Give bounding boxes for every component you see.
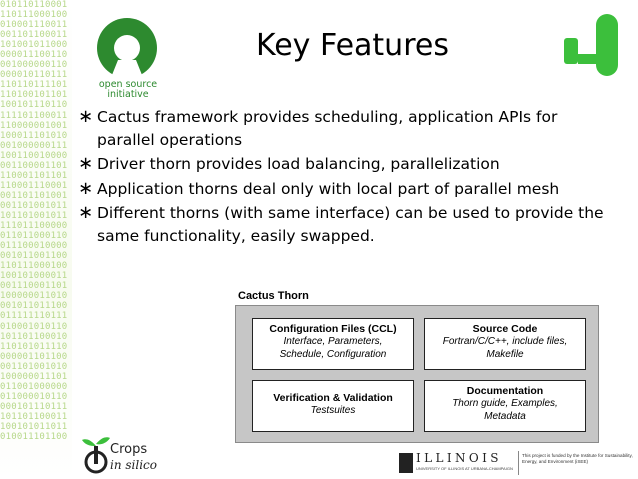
green-leaf-icon	[564, 14, 618, 76]
illinois-subtitle: UNIVERSITY OF ILLINOIS AT URBANA-CHAMPAI…	[416, 466, 513, 471]
diagram-label: Cactus Thorn	[238, 290, 309, 302]
funding-note: This project is funded by the Institute …	[522, 453, 633, 464]
box-verification-validation: Verification & Validation Testsuites	[252, 380, 414, 432]
bullet-text: Cactus framework provides scheduling, ap…	[97, 108, 558, 149]
box-title: Configuration Files (CCL)	[269, 323, 397, 335]
bullet-text: Application thorns deal only with local …	[97, 179, 560, 198]
box-subtitle-line: Fortran/C/C++, include files,	[442, 336, 568, 347]
box-subtitle-line: Testsuites	[310, 405, 356, 416]
bullet-item: ∗ Driver thorn provides load balancing, …	[76, 153, 606, 176]
bullet-text: Driver thorn provides load balancing, pa…	[97, 155, 500, 173]
box-subtitle-line: Interface, Parameters,	[283, 336, 383, 347]
bullet-text: Different thorns (with same interface) c…	[97, 204, 604, 245]
bullet-marker: ∗	[78, 177, 94, 199]
box-source-code: Source Code Fortran/C/C++, include files…	[424, 318, 586, 370]
illinois-i-icon	[399, 453, 413, 473]
bullet-marker: ∗	[78, 153, 94, 174]
osi-keyhole-icon	[97, 18, 157, 80]
box-documentation: Documentation Thorn guide, Examples, Met…	[424, 380, 586, 432]
box-title: Verification & Validation	[273, 392, 393, 404]
crops-line1: Crops	[110, 442, 148, 457]
bullet-marker: ∗	[78, 106, 94, 127]
illinois-divider	[518, 451, 519, 475]
bullet-list: ∗ Cactus framework provides scheduling, …	[76, 106, 606, 249]
thorn-panel: Configuration Files (CCL) Interface, Par…	[235, 305, 599, 443]
crops-line2: in silico	[110, 458, 157, 472]
box-subtitle-line: Thorn guide, Examples,	[452, 398, 558, 409]
box-subtitle-line: Makefile	[486, 349, 524, 360]
box-subtitle-line: Metadata	[484, 411, 526, 422]
bullet-item: ∗ Cactus framework provides scheduling, …	[76, 106, 606, 151]
slide-title: Key Features	[256, 28, 449, 63]
bullet-marker: ∗	[78, 202, 94, 223]
box-title: Documentation	[466, 385, 544, 397]
bullet-item: ∗ Application thorns deal only with loca…	[76, 178, 606, 201]
crops-plant-icon	[82, 437, 110, 474]
box-title: Source Code	[472, 323, 538, 335]
bullet-item: ∗ Different thorns (with same interface)…	[76, 202, 606, 247]
osi-wordmark: open source initiative	[88, 80, 168, 100]
illinois-wordmark: ILLINOIS	[416, 451, 502, 465]
box-subtitle-line: Schedule, Configuration	[279, 349, 387, 360]
box-configuration-files: Configuration Files (CCL) Interface, Par…	[252, 318, 414, 370]
osi-line1: open source	[98, 79, 158, 90]
binary-digits: 010110110001 110111000100 010001110011 0…	[0, 0, 68, 443]
binary-strip: 010110110001 110111000100 010001110011 0…	[0, 0, 72, 479]
osi-line2: initiative	[107, 89, 149, 100]
